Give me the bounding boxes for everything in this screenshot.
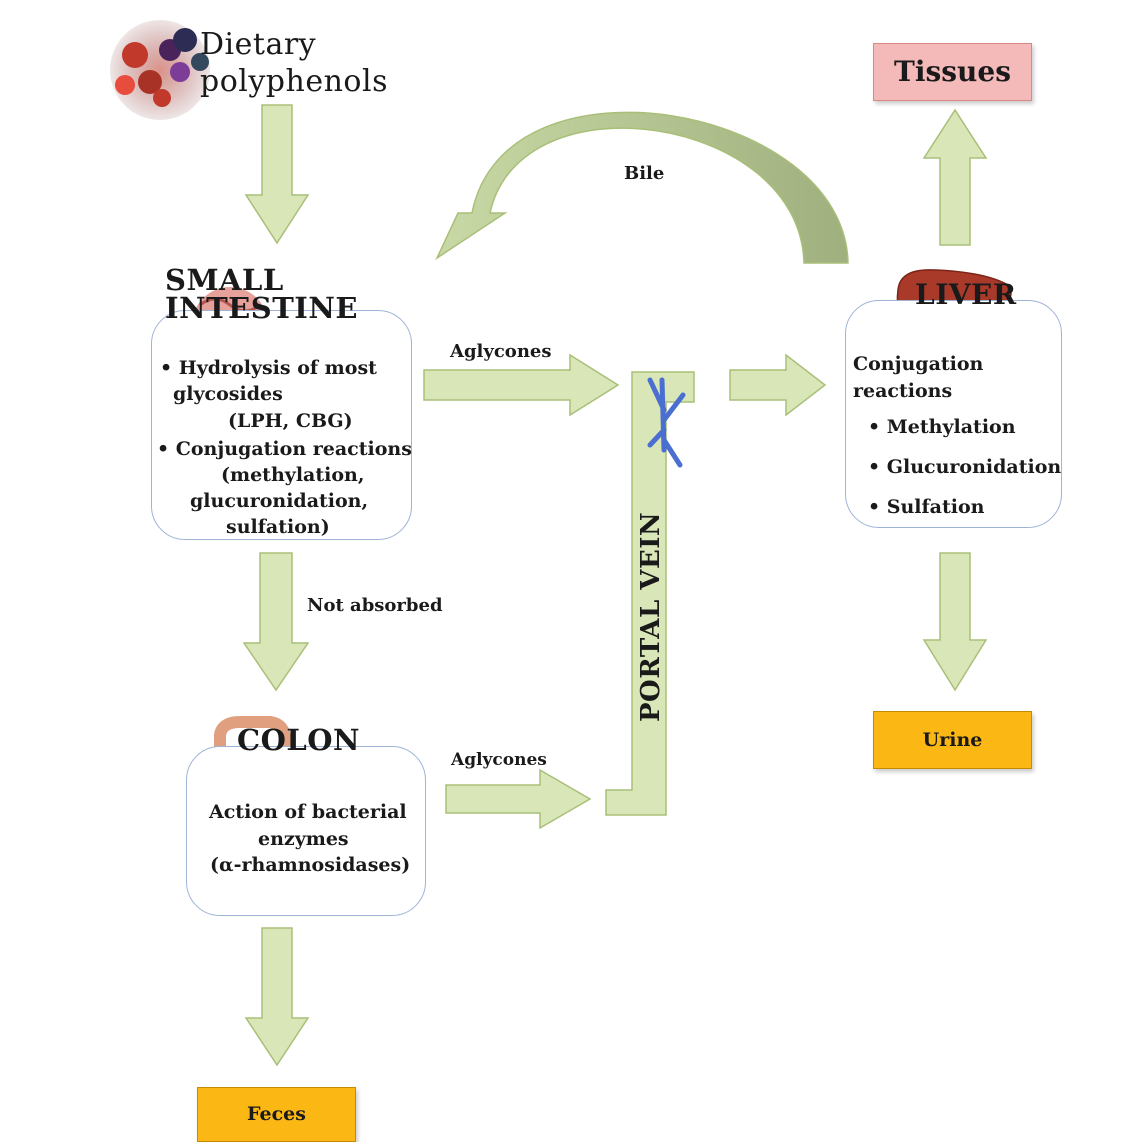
liver-item-methylation: • Methylation — [868, 416, 1016, 438]
not-absorbed-label: Not absorbed — [307, 595, 443, 616]
liver-heading-1: Conjugation — [853, 353, 984, 375]
liver-item-sulfation: • Sulfation — [868, 496, 985, 518]
arrow-not-absorbed — [242, 552, 310, 692]
colon-title: COLON — [237, 723, 361, 757]
bile-label: Bile — [624, 163, 665, 184]
liver-item-glucuronidation: • Glucuronidation — [868, 456, 1062, 478]
small-intestine-line-2: glycosides — [173, 383, 283, 405]
colon-line-3: (α-rhamnosidases) — [210, 854, 411, 876]
arrow-intestine-to-portal — [423, 353, 620, 417]
arrow-portal-to-liver — [729, 353, 827, 417]
arrow-colon-to-feces — [244, 927, 310, 1067]
portal-vein-bar — [605, 371, 695, 816]
dietary-polyphenols-label: Dietary polyphenols — [200, 27, 388, 99]
arrow-colon-to-portal — [445, 768, 592, 830]
small-intestine-line-1: • Hydrolysis of most — [160, 357, 377, 379]
small-intestine-line-6: glucuronidation, — [190, 490, 369, 512]
colon-box — [186, 746, 426, 916]
portal-vein-label: PORTAL VEIN — [636, 511, 666, 722]
portal-vein-icon — [647, 377, 686, 468]
arrow-dietary-to-intestine — [244, 104, 310, 245]
small-intestine-line-3: (LPH, CBG) — [228, 410, 353, 432]
liver-title: LIVER — [915, 278, 1017, 311]
arrow-bile-curve — [435, 111, 849, 264]
small-intestine-line-7: sulfation) — [226, 516, 330, 538]
urine-box: Urine — [873, 711, 1032, 769]
arrow-liver-to-urine — [922, 552, 988, 692]
colon-line-1: Action of bacterial — [209, 801, 407, 823]
arrow-liver-to-tissues — [922, 108, 988, 246]
small-intestine-box — [151, 310, 412, 540]
liver-box — [845, 300, 1062, 528]
aglycones-top-label: Aglycones — [450, 341, 552, 362]
liver-heading-2: reactions — [853, 380, 953, 402]
tissues-box: Tissues — [873, 43, 1032, 101]
feces-box: Feces — [197, 1087, 356, 1142]
colon-line-2: enzymes — [258, 828, 349, 850]
small-intestine-line-4: • Conjugation reactions — [157, 438, 412, 460]
small-intestine-line-5: (methylation, — [221, 464, 365, 486]
berries-icon — [110, 20, 210, 120]
aglycones-bottom-label: Aglycones — [451, 750, 547, 770]
small-intestine-title: SMALL INTESTINE — [165, 263, 358, 325]
